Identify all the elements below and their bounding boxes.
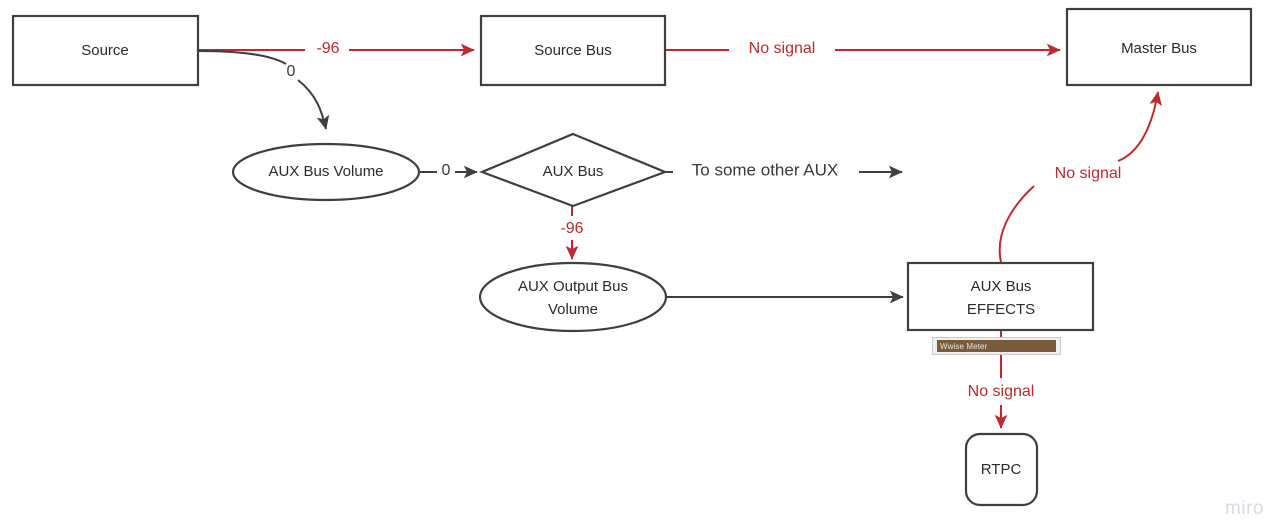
edge-label-source-bus-to-master-bus: No signal (749, 40, 816, 57)
node-source[interactable]: Source (11, 14, 200, 87)
node-aux-output-bus-volume-label-line1: AUX Output Bus (518, 278, 628, 295)
node-source-bus-label: Source Bus (534, 42, 612, 59)
edge-label-aux-bus-volume-to-aux-bus: 0 (442, 162, 451, 179)
edge-label-source-to-source-bus: -96 (316, 40, 339, 57)
node-aux-bus-effects-label-line2: EFFECTS (967, 301, 1035, 318)
wwise-meter-label: Wwise Meter (940, 341, 988, 351)
node-aux-output-bus-volume[interactable]: AUX Output Bus Volume (478, 261, 668, 333)
edge-label-aux-bus-effects-to-rtpc: No signal (968, 383, 1035, 400)
edge-aux-bus-volume-to-aux-bus: 0 (418, 162, 478, 179)
edge-aux-bus-effects-to-master-bus: No signal (998, 91, 1163, 263)
node-aux-bus-effects-label-line1: AUX Bus (971, 278, 1032, 295)
node-aux-bus-volume[interactable]: AUX Bus Volume (231, 142, 421, 202)
node-aux-bus-label: AUX Bus (543, 163, 604, 180)
edge-label-aux-bus-to-other-aux: To some other AUX (692, 160, 838, 179)
wwise-meter-bar[interactable]: Wwise Meter (937, 340, 1056, 352)
edge-source-to-aux-bus-volume: 0 (198, 50, 330, 130)
edge-aux-bus-to-aux-output-bus-volume: -96 (560, 206, 584, 260)
node-rtpc-label: RTPC (981, 461, 1022, 478)
edge-source-to-source-bus: -96 (199, 40, 475, 57)
edge-label-aux-bus-to-aux-output-bus-volume: -96 (560, 220, 583, 237)
node-aux-output-bus-volume-label-line2: Volume (548, 301, 598, 318)
node-master-bus-label: Master Bus (1121, 40, 1197, 57)
edge-source-bus-to-master-bus: No signal (665, 40, 1061, 57)
node-master-bus[interactable]: Master Bus (1065, 7, 1253, 87)
node-source-label: Source (81, 42, 129, 59)
edge-label-aux-bus-effects-to-master-bus: No signal (1055, 165, 1122, 182)
node-aux-bus-effects[interactable]: AUX Bus EFFECTS (906, 261, 1095, 332)
node-source-bus[interactable]: Source Bus (479, 14, 667, 87)
edge-label-source-to-aux-bus-volume: 0 (287, 63, 296, 80)
node-aux-bus-volume-label: AUX Bus Volume (268, 163, 383, 180)
miro-watermark: miro (1225, 498, 1264, 519)
node-aux-bus[interactable]: AUX Bus (479, 132, 669, 208)
edge-aux-bus-to-other-aux: To some other AUX (665, 160, 903, 179)
wwise-meter-widget[interactable]: Wwise Meter (932, 337, 1061, 355)
node-rtpc[interactable]: RTPC (964, 432, 1039, 507)
